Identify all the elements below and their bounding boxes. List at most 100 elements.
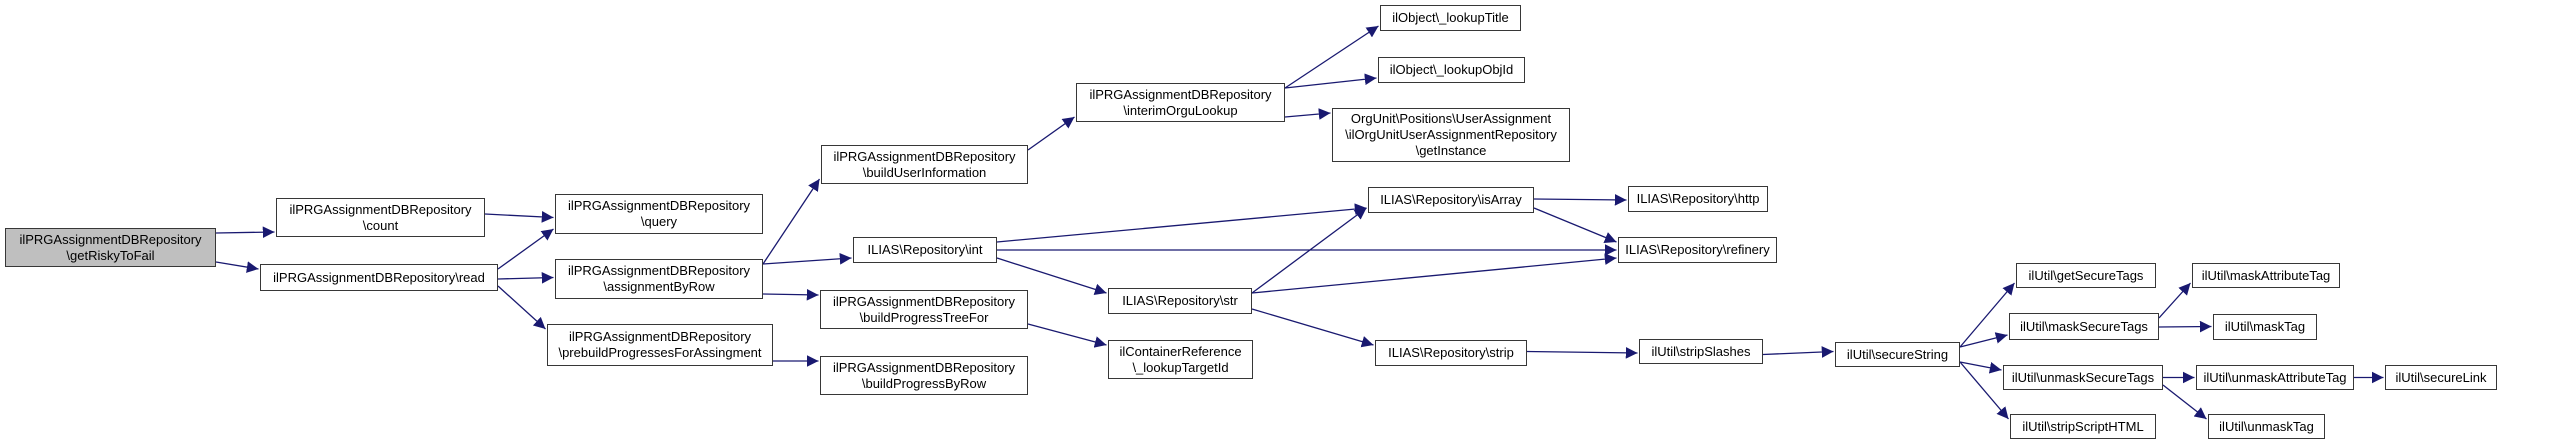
- node-stripSlashes[interactable]: ilUtil\stripSlashes: [1639, 339, 1763, 364]
- node-label-line: ilPRGAssignmentDBRepository: [289, 201, 472, 217]
- node-label-line: ilPRGAssignmentDBRepository: [833, 148, 1016, 164]
- edge-str-to-refinery: [1251, 253, 1617, 294]
- node-unmaskTag[interactable]: ilUtil\unmaskTag: [2208, 414, 2325, 439]
- node-label-line: ilPRGAssignmentDBRepository: [1089, 86, 1272, 102]
- node-label-line: \ilOrgUnitUserAssignmentRepository: [1345, 127, 1557, 142]
- edge-count-to-query: [484, 211, 554, 223]
- node-str[interactable]: ILIAS\Repository\str: [1108, 288, 1252, 314]
- edge-buildUserInformation-to-interimOrguLookup: [1027, 116, 1075, 151]
- edge-secureString-to-maskSecureTags: [1959, 332, 2008, 348]
- node-strip[interactable]: ILIAS\Repository\strip: [1375, 340, 1527, 366]
- edge-str-to-isArray: [1251, 207, 1367, 294]
- node-http[interactable]: ILIAS\Repository\http: [1628, 186, 1768, 212]
- node-label-line: \getRiskyToFail: [66, 247, 155, 263]
- node-getRiskyToFail[interactable]: ilPRGAssignmentDBRepository\getRiskyToFa…: [5, 228, 216, 267]
- node-isArray[interactable]: ILIAS\Repository\isArray: [1368, 187, 1534, 213]
- edge-isArray-to-refinery: [1533, 207, 1617, 243]
- node-getSecureTags[interactable]: ilUtil\getSecureTags: [2016, 263, 2156, 288]
- edge-buildProgressTreeFor-to-lookupTargetId: [1027, 323, 1107, 348]
- edge-maskSecureTags-to-maskTag: [2158, 320, 2212, 333]
- node-getInstance[interactable]: OrgUnit\Positions\UserAssignment\ilOrgUn…: [1332, 108, 1570, 162]
- node-label-line: ILIAS\Repository\strip: [1388, 345, 1514, 360]
- edge-str-to-strip: [1251, 308, 1374, 348]
- node-prebuildProgressesForAssingment[interactable]: ilPRGAssignmentDBRepository\prebuildProg…: [547, 324, 773, 366]
- edge-maskSecureTags-to-maskAttributeTag: [2158, 282, 2191, 319]
- node-label-line: ilUtil\secureLink: [2395, 369, 2487, 385]
- node-unmaskAttributeTag[interactable]: ilUtil\unmaskAttributeTag: [2196, 365, 2354, 390]
- node-secureLink[interactable]: ilUtil\secureLink: [2385, 365, 2497, 390]
- node-int[interactable]: ILIAS\Repository\int: [853, 237, 997, 263]
- node-label-line: ilPRGAssignmentDBRepository: [832, 359, 1016, 375]
- node-label-line: ilObject\_lookupObjId: [1389, 62, 1514, 77]
- node-label-line: ilUtil\unmaskSecureTags: [2011, 369, 2155, 385]
- node-label-line: ILIAS\Repository\refinery: [1625, 242, 1770, 257]
- node-label-line: ilUtil\getSecureTags: [2028, 267, 2144, 283]
- node-label-line: ilPRGAssignmentDBRepository: [567, 198, 751, 213]
- node-label-line: ilUtil\unmaskTag: [2219, 418, 2314, 434]
- node-label-line: \buildProgressByRow: [861, 375, 987, 391]
- node-buildUserInformation[interactable]: ilPRGAssignmentDBRepository\buildUserInf…: [821, 145, 1028, 184]
- edge-isArray-to-http: [1533, 194, 1627, 206]
- node-maskAttributeTag[interactable]: ilUtil\maskAttributeTag: [2192, 263, 2340, 288]
- edge-stripSlashes-to-secureString: [1762, 346, 1834, 358]
- node-label-line: ilPRGAssignmentDBRepository: [568, 329, 752, 344]
- node-label-line: \buildUserInformation: [862, 164, 987, 180]
- node-label-line: ILIAS\Repository\int: [867, 242, 983, 257]
- node-label-line: ilContainerReference: [1119, 343, 1242, 359]
- node-secureString[interactable]: ilUtil\secureString: [1835, 342, 1960, 367]
- node-label-line: ilUtil\stripSlashes: [1651, 343, 1751, 359]
- node-label-line: ilPRGAssignmentDBRepository\read: [273, 269, 485, 285]
- node-assignmentByRow[interactable]: ilPRGAssignmentDBRepository\assignmentBy…: [555, 259, 763, 299]
- node-label-line: ilObject\_lookupTitle: [1392, 10, 1509, 25]
- edge-getRiskyToFail-to-count: [215, 226, 275, 239]
- node-label-line: ilPRGAssignmentDBRepository: [567, 263, 751, 278]
- node-label-line: OrgUnit\Positions\UserAssignment: [1350, 111, 1552, 126]
- node-label-line: \query: [640, 214, 678, 229]
- edge-interimOrguLookup-to-getInstance: [1284, 108, 1331, 120]
- edge-int-to-isArray: [996, 203, 1367, 243]
- edge-secureString-to-getSecureTags: [1959, 282, 2015, 348]
- node-count[interactable]: ilPRGAssignmentDBRepository\count: [276, 198, 485, 237]
- node-buildProgressByRow[interactable]: ilPRGAssignmentDBRepository\buildProgres…: [820, 356, 1028, 395]
- node-label-line: ilUtil\maskTag: [2224, 319, 2306, 334]
- node-interimOrguLookup[interactable]: ilPRGAssignmentDBRepository\interimOrguL…: [1076, 83, 1285, 122]
- edge-assignmentByRow-to-int: [762, 252, 852, 265]
- edge-getRiskyToFail-to-read: [215, 261, 259, 273]
- node-lookupTargetId[interactable]: ilContainerReference\_lookupTargetId: [1108, 340, 1253, 379]
- edge-strip-to-stripSlashes: [1526, 346, 1638, 359]
- node-label-line: ilUtil\maskAttributeTag: [2201, 267, 2331, 283]
- edge-interimOrguLookup-to-lookupTitle: [1284, 25, 1379, 89]
- node-label-line: ilUtil\stripScriptHTML: [2022, 418, 2144, 434]
- node-label-line: ILIAS\Repository\http: [1636, 191, 1760, 206]
- node-label-line: \assignmentByRow: [603, 279, 715, 294]
- node-stripScriptHTML[interactable]: ilUtil\stripScriptHTML: [2010, 414, 2156, 439]
- node-label-line: \buildProgressTreeFor: [859, 309, 989, 325]
- node-read[interactable]: ilPRGAssignmentDBRepository\read: [260, 264, 498, 291]
- node-lookupObjId[interactable]: ilObject\_lookupObjId: [1378, 57, 1525, 83]
- node-label-line: ILIAS\Repository\isArray: [1380, 192, 1522, 207]
- node-label-line: ilPRGAssignmentDBRepository: [19, 231, 202, 247]
- node-label-line: ilPRGAssignmentDBRepository: [832, 293, 1016, 309]
- node-maskSecureTags[interactable]: ilUtil\maskSecureTags: [2009, 313, 2159, 340]
- node-label-line: ILIAS\Repository\str: [1122, 293, 1238, 308]
- node-label-line: \interimOrguLookup: [1123, 102, 1238, 118]
- edge-interimOrguLookup-to-lookupObjId: [1284, 73, 1377, 89]
- node-label-line: \_lookupTargetId: [1132, 359, 1229, 375]
- node-label-line: ilUtil\unmaskAttributeTag: [2203, 369, 2347, 385]
- node-label-line: \getInstance: [1415, 143, 1487, 158]
- edge-secureString-to-stripScriptHTML: [1959, 361, 2009, 420]
- edge-read-to-query: [497, 228, 554, 270]
- node-label-line: ilUtil\maskSecureTags: [2020, 318, 2148, 334]
- node-maskTag[interactable]: ilUtil\maskTag: [2213, 314, 2317, 340]
- edge-unmaskSecureTags-to-unmaskTag: [2162, 384, 2207, 420]
- edge-read-to-prebuildProgressesForAssingment: [497, 285, 546, 330]
- node-refinery[interactable]: ILIAS\Repository\refinery: [1618, 237, 1777, 263]
- edge-assignmentByRow-to-buildProgressTreeFor: [762, 288, 819, 301]
- edge-int-to-str: [996, 257, 1107, 296]
- node-query[interactable]: ilPRGAssignmentDBRepository\query: [555, 194, 763, 234]
- node-unmaskSecureTags[interactable]: ilUtil\unmaskSecureTags: [2003, 365, 2163, 390]
- node-buildProgressTreeFor[interactable]: ilPRGAssignmentDBRepository\buildProgres…: [820, 290, 1028, 329]
- node-lookupTitle[interactable]: ilObject\_lookupTitle: [1380, 5, 1521, 31]
